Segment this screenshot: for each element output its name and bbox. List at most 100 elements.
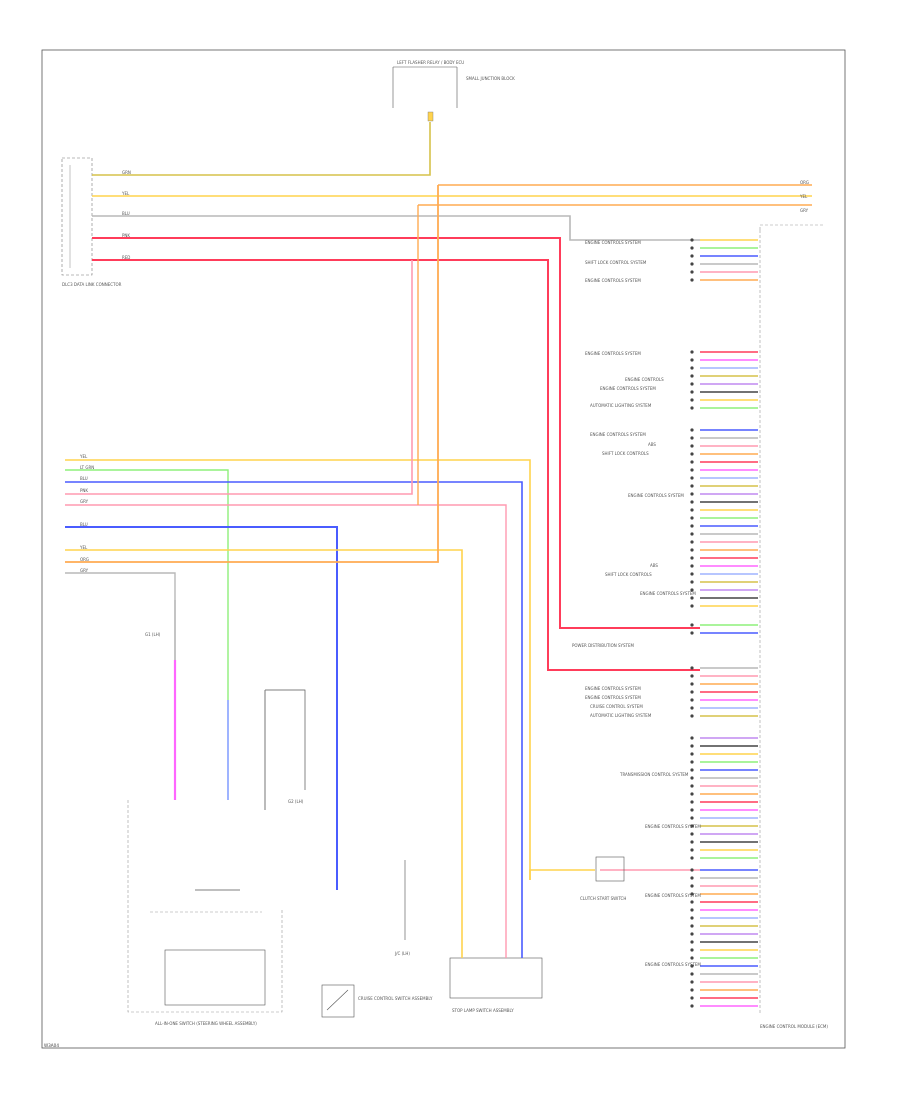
ecm-pin-terminal	[690, 792, 694, 796]
ecm-pin-terminal	[690, 564, 694, 568]
ecm-pin-terminal	[690, 270, 694, 274]
ecm-pin-terminal	[690, 254, 694, 258]
system-ref: ENGINE CONTROLS SYSTEM	[590, 432, 646, 437]
ecm-pin-terminal	[690, 406, 694, 410]
ecm-pin-terminal	[690, 524, 694, 528]
ecm-pin-terminal	[690, 848, 694, 852]
system-ref: CRUISE CONTROL SYSTEM	[590, 704, 643, 709]
ecm-pin-terminal	[690, 776, 694, 780]
ecm-pin-terminal	[690, 382, 694, 386]
wire-code: YEL	[79, 454, 88, 459]
system-ref: SHIFT LOCK CONTROLS	[605, 572, 652, 577]
center-relay-label: CLUTCH START SWITCH	[580, 896, 626, 901]
system-ref: SHIFT LOCK CONTROLS	[602, 451, 649, 456]
stop-lamp-switch: J/C (LH) STOP LAMP SWITCH ASSEMBLY	[394, 860, 543, 1013]
wire-code: YEL	[799, 194, 808, 199]
ecm-pin-terminal	[690, 714, 694, 718]
system-ref: ENGINE CONTROLS SYSTEM	[645, 824, 701, 829]
system-ref: ENGINE CONTROLS SYSTEM	[600, 386, 656, 391]
ecm-pin-terminal	[690, 932, 694, 936]
ecm-pin-terminal	[690, 972, 694, 976]
ecm-pin-terminal	[690, 484, 694, 488]
ecm-pin-terminal	[690, 876, 694, 880]
ecm-pin-terminal	[690, 682, 694, 686]
ground-label: G1 (LH)	[145, 632, 161, 637]
wire-code: PNK	[80, 488, 88, 493]
ecm-pin-terminal	[690, 468, 694, 472]
ecm-pin-terminal	[690, 366, 694, 370]
ecm-pin-terminal	[690, 824, 694, 828]
ecm-pin-terminal	[690, 980, 694, 984]
wire-code: YEL	[121, 191, 130, 196]
dlc3-connector: DLC3 DATA LINK CONNECTOR	[61, 157, 122, 287]
ecm-pin-terminal	[690, 760, 694, 764]
ecm-pin-terminal	[690, 736, 694, 740]
dlc3-wires: GRN YEL BLU PNK RED	[92, 122, 812, 671]
combination-switch-label: ALL-IN-ONE SWITCH (STEERING WHEEL ASSEMB…	[155, 1021, 257, 1026]
top-connector: LEFT FLASHER RELAY / BODY ECU SMALL JUNC…	[392, 60, 515, 122]
ecm-pin-terminal	[690, 666, 694, 670]
ecm-pin-terminal	[690, 428, 694, 432]
ecm-pin-terminal	[690, 556, 694, 560]
stop-lamp-switch-label: STOP LAMP SWITCH ASSEMBLY	[452, 1008, 514, 1013]
system-ref: ENGINE CONTROLS SYSTEM	[645, 893, 701, 898]
ecm-pin-terminal	[690, 816, 694, 820]
center-relay: CLUTCH START SWITCH	[580, 856, 626, 901]
diagram-code: W3A04	[44, 1043, 59, 1048]
ecm-pin-terminal	[690, 516, 694, 520]
top-right-wires: ORG YEL GRY	[418, 180, 812, 213]
wire-code: BLU	[80, 476, 88, 481]
wire-code: GRY	[800, 208, 809, 213]
ecm-pin-terminal	[690, 808, 694, 812]
ecm-pin-stubs	[690, 238, 758, 1008]
ecm-pin-terminal	[690, 1004, 694, 1008]
ecm-pin-terminal	[690, 350, 694, 354]
ecm-pin-terminal	[690, 604, 694, 608]
ecm-pin-terminal	[690, 460, 694, 464]
ecm-pin-terminal	[690, 452, 694, 456]
ecm-pin-terminal	[690, 868, 694, 872]
system-ref: POWER DISTRIBUTION SYSTEM	[572, 643, 634, 648]
wire-code: BLU	[80, 522, 88, 527]
ecm-pin-terminal	[690, 374, 694, 378]
ecm-pin-terminal	[690, 956, 694, 960]
system-ref: TRANSMISSION CONTROL SYSTEM	[619, 772, 689, 777]
ecm-pin-terminal	[690, 500, 694, 504]
ecm-label: ENGINE CONTROL MODULE (ECM)	[760, 1024, 828, 1029]
ecm-pin-terminal	[690, 262, 694, 266]
ecm-pin-terminal	[690, 358, 694, 362]
wire-code: GRN	[122, 170, 131, 175]
ecm-pin-terminal	[690, 398, 694, 402]
wire-code: GRY	[80, 499, 89, 504]
ecm-pin-terminal	[690, 840, 694, 844]
ecm-pin-terminal	[690, 744, 694, 748]
ecm-pin-terminal	[690, 900, 694, 904]
combination-switch-area: G1 (LH) G2 (LH) ALL-IN-ONE SWITCH (STEER…	[127, 600, 306, 1026]
ecm-pin-terminal	[690, 631, 694, 635]
top-connector-label: LEFT FLASHER RELAY / BODY ECU	[397, 60, 464, 65]
ecm-pin-terminal	[690, 508, 694, 512]
wire-code: ORG	[80, 557, 89, 562]
dlc3-label: DLC3 DATA LINK CONNECTOR	[62, 282, 122, 287]
top-connector-note: SMALL JUNCTION BLOCK	[466, 76, 515, 81]
system-reference-labels: ENGINE CONTROLS SYSTEM SHIFT LOCK CONTRO…	[572, 240, 701, 967]
wire	[529, 869, 595, 880]
ecm-pin-terminal	[690, 548, 694, 552]
ground-label: J/C (LH)	[394, 951, 410, 956]
system-ref: ENGINE CONTROLS SYSTEM	[585, 278, 641, 283]
ecm-pin-terminal	[690, 690, 694, 694]
ecm-pin-terminal	[690, 278, 694, 282]
ecm-pin-terminal	[690, 436, 694, 440]
wire-code: LT GRN	[80, 465, 94, 470]
ecm-pin-terminal	[690, 588, 694, 592]
system-ref: ENGINE CONTROLS	[625, 377, 664, 382]
ecm-pin-terminal	[690, 246, 694, 250]
ground-label: G2 (LH)	[288, 799, 304, 804]
ecm-pin-terminal	[690, 784, 694, 788]
ecm-pin-terminal	[690, 988, 694, 992]
ecm-pin-terminal	[690, 884, 694, 888]
ecm-pin-terminal	[690, 768, 694, 772]
system-ref: ENGINE CONTROLS SYSTEM	[585, 351, 641, 356]
system-ref: SHIFT LOCK CONTROL SYSTEM	[585, 260, 647, 265]
